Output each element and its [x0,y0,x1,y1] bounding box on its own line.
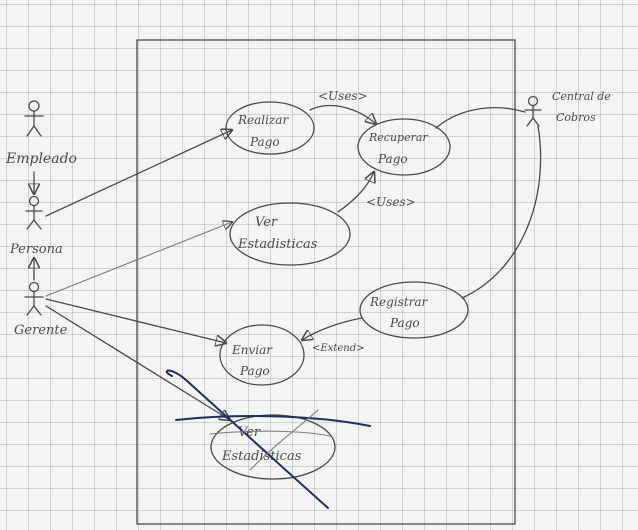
association-persona-realizar-pago [45,130,232,217]
actor-gerente [24,281,44,316]
uses-realizar-recuperar [309,104,376,124]
use-case-ver-estadisticas-crossed-line1: Ver [238,425,261,440]
use-case-enviar-pago-line1: Enviar [231,343,273,357]
use-case-ver-estadisticas-crossed-line2: Estadisticas [221,449,302,464]
use-case-recuperar-pago [357,118,451,176]
use-case-ver-estadisticas-line2: Estadisticas [237,237,318,252]
cross-out-stroke-back [249,409,319,471]
association-gerente-enviar-pago [45,298,226,343]
actor-central-label-line1: Central de [552,90,611,103]
actor-gerente-label: Gerente [14,323,68,338]
actor-empleado [24,100,44,137]
uses-label-top: <Uses> [318,89,368,103]
use-case-registrar-pago [359,281,469,339]
use-case-ver-estadisticas-crossed [210,414,336,480]
uses-label-mid: <Uses> [366,195,416,209]
association-gerente-ver-estadisticas [45,222,232,297]
use-case-ver-estadisticas [229,202,351,266]
actor-central-de-cobros [524,95,542,127]
uses-ver-estadisticas-recuperar [337,172,374,213]
use-case-enviar-pago [219,324,305,386]
use-case-registrar-pago-line1: Registrar [369,295,429,309]
use-case-ver-estadisticas-line1: Ver [255,215,278,230]
extend-label: <Extend> [312,343,364,354]
extend-registrar-enviar [302,317,363,340]
use-case-realizar-pago [225,101,315,155]
association-gerente-ver-estadisticas-crossed [45,305,230,420]
use-case-realizar-pago-line2: Pago [249,135,280,149]
system-boundary [136,39,516,525]
cross-out-stroke-diagonal [165,369,329,509]
use-case-realizar-pago-line1: Realizar [237,113,289,127]
actor-persona [25,195,43,230]
actor-empleado-label: Empleado [5,151,77,167]
association-central-recuperar-pago [435,107,526,129]
actor-persona-label: Persona [9,242,63,257]
actor-central-label-line2: Cobros [556,111,596,124]
use-case-enviar-pago-line2: Pago [239,364,270,378]
use-case-registrar-pago-line2: Pago [389,316,420,330]
use-case-recuperar-pago-line2: Pago [377,152,408,166]
use-case-recuperar-pago-line1: Recuperar [368,131,428,144]
cross-out-stroke-thin [209,430,331,437]
association-central-registrar-pago [461,125,542,299]
cross-out-stroke-horizontal [175,415,371,427]
